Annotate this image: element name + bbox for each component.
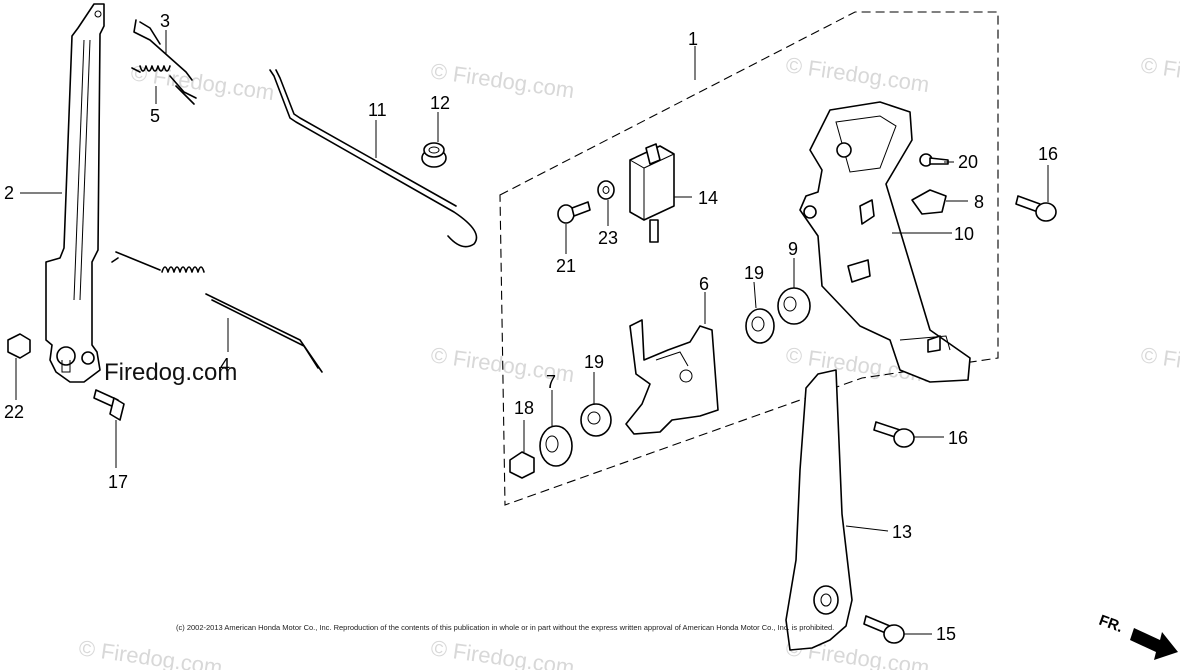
- washer-part-19-lower: [580, 403, 612, 437]
- front-direction-marker: FR.: [1097, 612, 1178, 660]
- screw-part-21: [557, 201, 591, 224]
- callout-9: 9: [788, 239, 798, 259]
- grommet-part-12: [421, 142, 447, 168]
- callout-6: 6: [699, 274, 709, 294]
- assembly-group-outline: [499, 11, 999, 506]
- pin-part-17: [93, 389, 125, 421]
- front-arrow-icon: [1130, 628, 1178, 660]
- brand-watermark-text: Firedog.com: [104, 359, 237, 386]
- washer-part-9: [777, 287, 811, 325]
- callout-7: 7: [546, 372, 556, 392]
- lever-arm-part-2: [45, 3, 105, 383]
- watermarks: © Firedog.com © Firedog.com © Firedog.co…: [77, 52, 1180, 670]
- callout-labels: 1 2 3 4 5 6 7 8 9 10 11 12 13 14 15 16 1…: [4, 11, 1058, 644]
- side-plate-part-13: [785, 369, 853, 651]
- watermark-text: © Firedog.com: [77, 635, 224, 670]
- callout-20: 20: [958, 152, 978, 172]
- callout-4: 4: [220, 355, 230, 375]
- callout-16-lower: 16: [948, 428, 968, 448]
- rod-spring-part-4: [111, 251, 323, 373]
- callout-12: 12: [430, 93, 450, 113]
- callout-8: 8: [974, 192, 984, 212]
- callout-11: 11: [368, 100, 387, 120]
- bracket-part-10: [799, 101, 971, 383]
- nut-part-22: [7, 333, 31, 359]
- washer-part-23: [597, 180, 615, 200]
- callout-15: 15: [936, 624, 956, 644]
- callout-18: 18: [514, 398, 534, 418]
- callout-21: 21: [556, 256, 576, 276]
- front-direction-label: FR.: [1097, 612, 1126, 636]
- wire-rod-part-11: [269, 69, 478, 248]
- screw-part-20: [919, 153, 949, 167]
- bolt-part-15: [863, 615, 905, 644]
- callout-10: 10: [954, 224, 974, 244]
- lever-plate-part-6: [625, 319, 719, 435]
- watermark-text: © Firedog.com: [1139, 342, 1180, 387]
- callout-22: 22: [4, 402, 24, 422]
- callout-19-upper: 19: [744, 263, 764, 283]
- callout-16-upper: 16: [1038, 144, 1058, 164]
- watermark-text: © Firedog.com: [784, 52, 931, 97]
- watermark-text: © Firedog.com: [1139, 52, 1180, 97]
- collar-part-7: [539, 425, 573, 467]
- leader-lines: [15, 30, 1049, 635]
- cable-clip-part-8: [911, 189, 947, 215]
- watermark-text: © Firedog.com: [429, 635, 576, 670]
- callout-13: 13: [892, 522, 912, 542]
- callout-2: 2: [4, 183, 14, 203]
- watermark-text: © Firedog.com: [429, 58, 576, 103]
- washer-part-19-upper: [745, 308, 775, 344]
- callout-14: 14: [698, 188, 718, 208]
- bolt-part-16-upper: [1015, 195, 1057, 222]
- callout-3: 3: [160, 11, 170, 31]
- nut-part-18: [509, 451, 535, 479]
- copyright-notice: (c) 2002-2013 American Honda Motor Co., …: [176, 623, 834, 632]
- callout-5: 5: [150, 106, 160, 126]
- spring-part-5: [131, 65, 197, 105]
- bolt-part-16-lower: [873, 421, 915, 448]
- callout-1: 1: [688, 29, 698, 49]
- switch-part-14: [629, 143, 675, 243]
- callout-17: 17: [108, 472, 128, 492]
- callout-19-lower: 19: [584, 352, 604, 372]
- callout-23: 23: [598, 228, 618, 248]
- clip-part-3: [133, 19, 193, 81]
